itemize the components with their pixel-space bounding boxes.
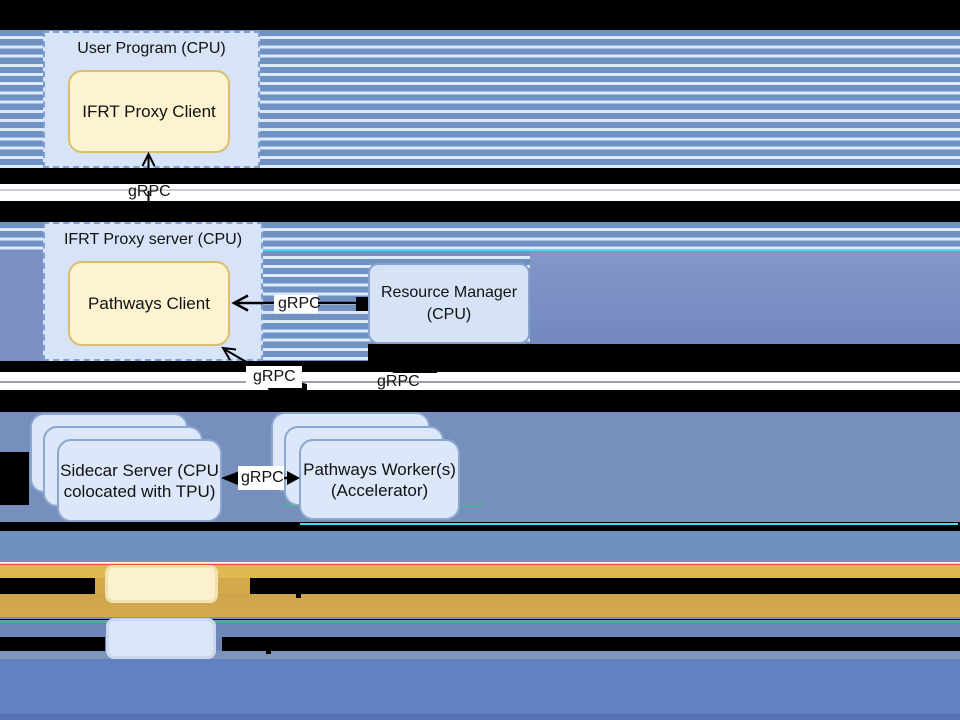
sidecar-server-line1: Sidecar Server (CPU bbox=[60, 460, 219, 480]
gray-glitch-line bbox=[0, 189, 960, 191]
redacted-text-bar bbox=[222, 637, 960, 651]
black-band-top bbox=[0, 0, 960, 30]
solid-blue-patch-left bbox=[0, 250, 43, 361]
resource-manager-box: Resource Manager (CPU) bbox=[368, 263, 530, 344]
black-band-a bbox=[0, 168, 960, 184]
black-patch-left-edge bbox=[0, 452, 29, 505]
legend-swatch-blue bbox=[106, 618, 216, 659]
black-patch-right bbox=[368, 344, 960, 361]
black-patch-bottom-left bbox=[0, 522, 480, 531]
redacted-text-bar bbox=[0, 578, 95, 594]
gold-band-1 bbox=[0, 565, 960, 578]
ifrt-proxy-client-box: IFRT Proxy Client bbox=[68, 70, 230, 153]
grpc-label-top: gRPC bbox=[128, 183, 171, 200]
grpc-label-bottom: gRPC bbox=[241, 469, 284, 486]
ifrt-proxy-server-title: IFRT Proxy server (CPU) bbox=[63, 231, 243, 248]
black-band-c bbox=[0, 361, 960, 372]
periwinkle-band bbox=[0, 659, 960, 714]
white-band-a bbox=[0, 184, 960, 201]
resource-manager-line1: Resource Manager bbox=[380, 283, 518, 301]
slate-band-3 bbox=[0, 623, 960, 637]
pathways-client-box: Pathways Client bbox=[68, 261, 230, 346]
black-band-b bbox=[0, 201, 960, 222]
red-glitch-line bbox=[0, 564, 960, 565]
pathways-workers-box: Pathways Worker(s) (Accelerator) bbox=[299, 439, 460, 520]
grpc-label-mid: gRPC bbox=[278, 295, 321, 312]
white-glitch-line bbox=[0, 562, 960, 563]
grpc-label-diag2: gRPC bbox=[377, 373, 420, 390]
teal-glitch-line bbox=[0, 620, 960, 623]
pathways-workers-line2: (Accelerator) bbox=[330, 480, 429, 500]
purple-glitch-line bbox=[0, 617, 960, 619]
ifrt-proxy-client-label: IFRT Proxy Client bbox=[82, 101, 216, 121]
grayblue-band bbox=[0, 651, 960, 659]
grpc-label-diag1: gRPC bbox=[253, 368, 296, 385]
resource-manager-line2: (CPU) bbox=[426, 305, 472, 323]
gray-glitch-line-2 bbox=[0, 381, 960, 383]
bottom-band bbox=[0, 714, 960, 720]
sidecar-server-box: Sidecar Server (CPU colocated with TPU) bbox=[57, 439, 222, 522]
redacted-text-bar bbox=[0, 637, 105, 651]
cyan-glitch-line-1 bbox=[260, 249, 960, 251]
pathways-workers-line1: Pathways Worker(s) bbox=[303, 459, 456, 479]
black-band-d bbox=[0, 390, 960, 412]
sidecar-server-line2: colocated with TPU) bbox=[63, 481, 216, 501]
redacted-comma bbox=[266, 650, 271, 654]
gold-band-2 bbox=[0, 594, 960, 617]
solid-blue-patch-right bbox=[530, 250, 960, 345]
user-program-title: User Program (CPU) bbox=[77, 40, 226, 57]
yellow-glitch-line bbox=[0, 563, 960, 564]
pathways-client-label: Pathways Client bbox=[88, 293, 210, 313]
redacted-text-bar bbox=[250, 578, 960, 594]
legend-swatch-yellow bbox=[105, 565, 218, 603]
cyan-glitch-line-3 bbox=[300, 523, 958, 525]
grpc-chip-mid bbox=[274, 295, 318, 313]
slate-band-2 bbox=[0, 531, 960, 562]
redacted-comma bbox=[296, 593, 301, 598]
